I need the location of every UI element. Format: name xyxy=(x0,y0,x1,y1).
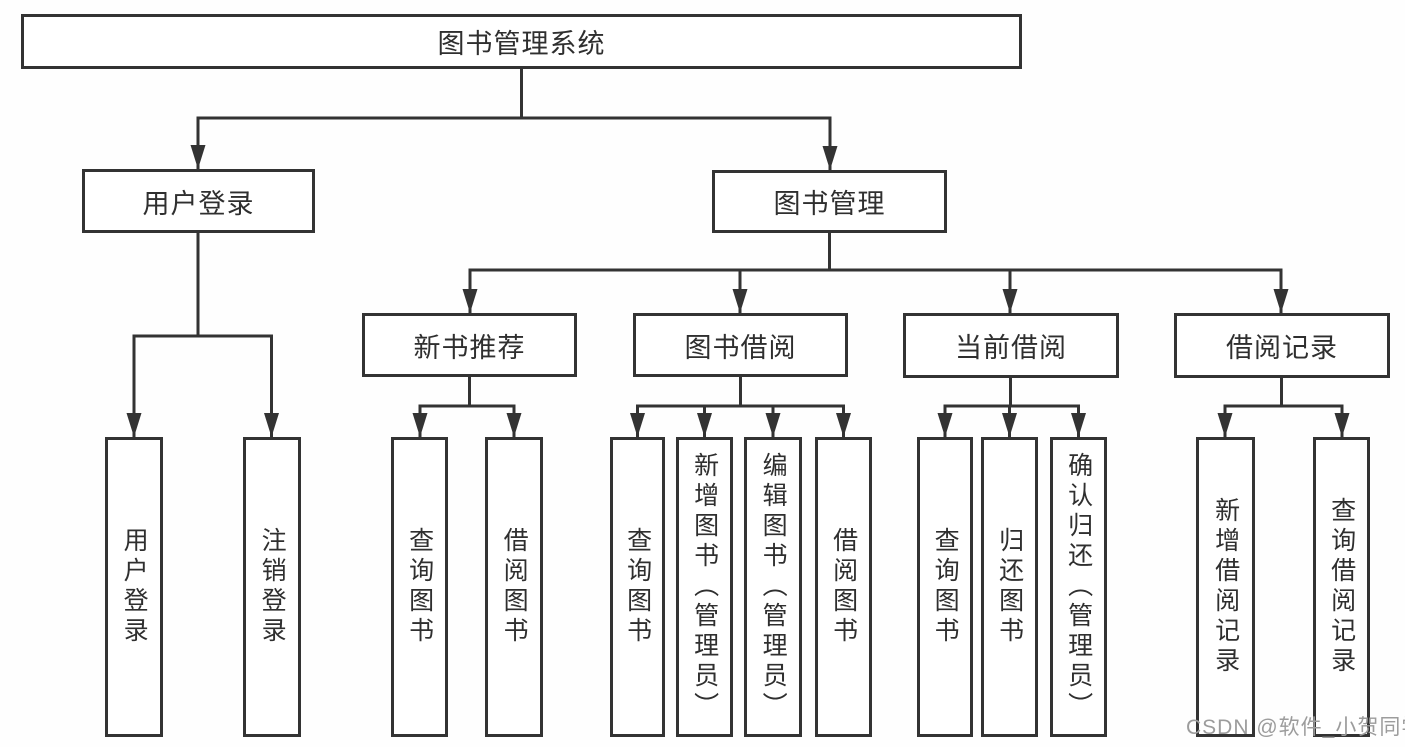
node-library-system-label: 图书管理系统 xyxy=(437,29,606,59)
leaf-edit-books-admin: 编辑图书（管理员） xyxy=(744,437,802,737)
node-borrow-records: 借阅记录 xyxy=(1174,313,1390,378)
connector-root-to-level2 xyxy=(190,67,838,171)
connector-current-borrow-to-leaves xyxy=(937,375,1086,438)
node-new-book-recommend: 新书推荐 xyxy=(362,313,577,377)
leaf-query-books-recommend-label: 查询图书 xyxy=(405,527,434,647)
leaf-user-login: 用户登录 xyxy=(105,437,163,737)
node-current-borrow: 当前借阅 xyxy=(903,313,1119,378)
leaf-return-books: 归还图书 xyxy=(981,437,1038,737)
leaf-query-books-borrow-label: 查询图书 xyxy=(623,527,652,647)
leaf-add-borrow-record-label: 新增借阅记录 xyxy=(1211,497,1240,677)
leaf-query-borrow-record-label: 查询借阅记录 xyxy=(1327,497,1356,677)
leaf-query-books-recommend: 查询图书 xyxy=(391,437,448,737)
node-library-system: 图书管理系统 xyxy=(21,14,1022,69)
leaf-edit-books-admin-label: 编辑图书（管理员） xyxy=(759,452,788,722)
csdn-watermark: CSDN @软件_小贺同学 xyxy=(1186,716,1405,739)
node-new-book-recommend-label: 新书推荐 xyxy=(413,332,526,363)
leaf-add-borrow-record: 新增借阅记录 xyxy=(1196,437,1255,737)
leaf-borrow-books: 借阅图书 xyxy=(815,437,872,737)
leaf-borrow-books-recommend-label: 借阅图书 xyxy=(500,527,529,647)
leaf-add-books-admin-label: 新增图书（管理员） xyxy=(690,452,719,722)
leaf-borrow-books-recommend: 借阅图书 xyxy=(485,437,543,737)
leaf-return-books-label: 归还图书 xyxy=(995,527,1024,647)
leaf-add-books-admin: 新增图书（管理员） xyxy=(676,437,733,737)
node-user-login: 用户登录 xyxy=(82,169,315,233)
leaf-query-books-current: 查询图书 xyxy=(917,437,973,737)
connector-user-login-to-leaves xyxy=(126,231,279,438)
leaf-confirm-return-admin-label: 确认归还（管理员） xyxy=(1064,452,1093,722)
connector-book-borrow-to-leaves xyxy=(630,375,851,438)
node-book-management-label: 图书管理 xyxy=(773,189,886,219)
connector-borrow-records-to-leaves xyxy=(1217,375,1350,438)
node-book-borrow-label: 图书借阅 xyxy=(684,332,797,363)
node-book-borrow: 图书借阅 xyxy=(633,313,848,377)
leaf-query-books-current-label: 查询图书 xyxy=(931,527,960,647)
node-borrow-records-label: 借阅记录 xyxy=(1226,333,1338,363)
node-current-borrow-label: 当前借阅 xyxy=(955,333,1067,363)
connector-new-book-to-leaves xyxy=(412,375,522,438)
leaf-logout: 注销登录 xyxy=(243,437,301,737)
leaf-borrow-books-label: 借阅图书 xyxy=(829,527,858,647)
leaf-query-borrow-record: 查询借阅记录 xyxy=(1313,437,1370,737)
leaf-logout-label: 注销登录 xyxy=(258,527,287,647)
connector-book-management-to-level3 xyxy=(462,231,1289,314)
leaf-query-books-borrow: 查询图书 xyxy=(610,437,665,737)
node-book-management: 图书管理 xyxy=(712,170,947,233)
leaf-confirm-return-admin: 确认归还（管理员） xyxy=(1050,437,1107,737)
node-user-login-label: 用户登录 xyxy=(142,188,255,219)
leaf-user-login-label: 用户登录 xyxy=(120,527,149,647)
